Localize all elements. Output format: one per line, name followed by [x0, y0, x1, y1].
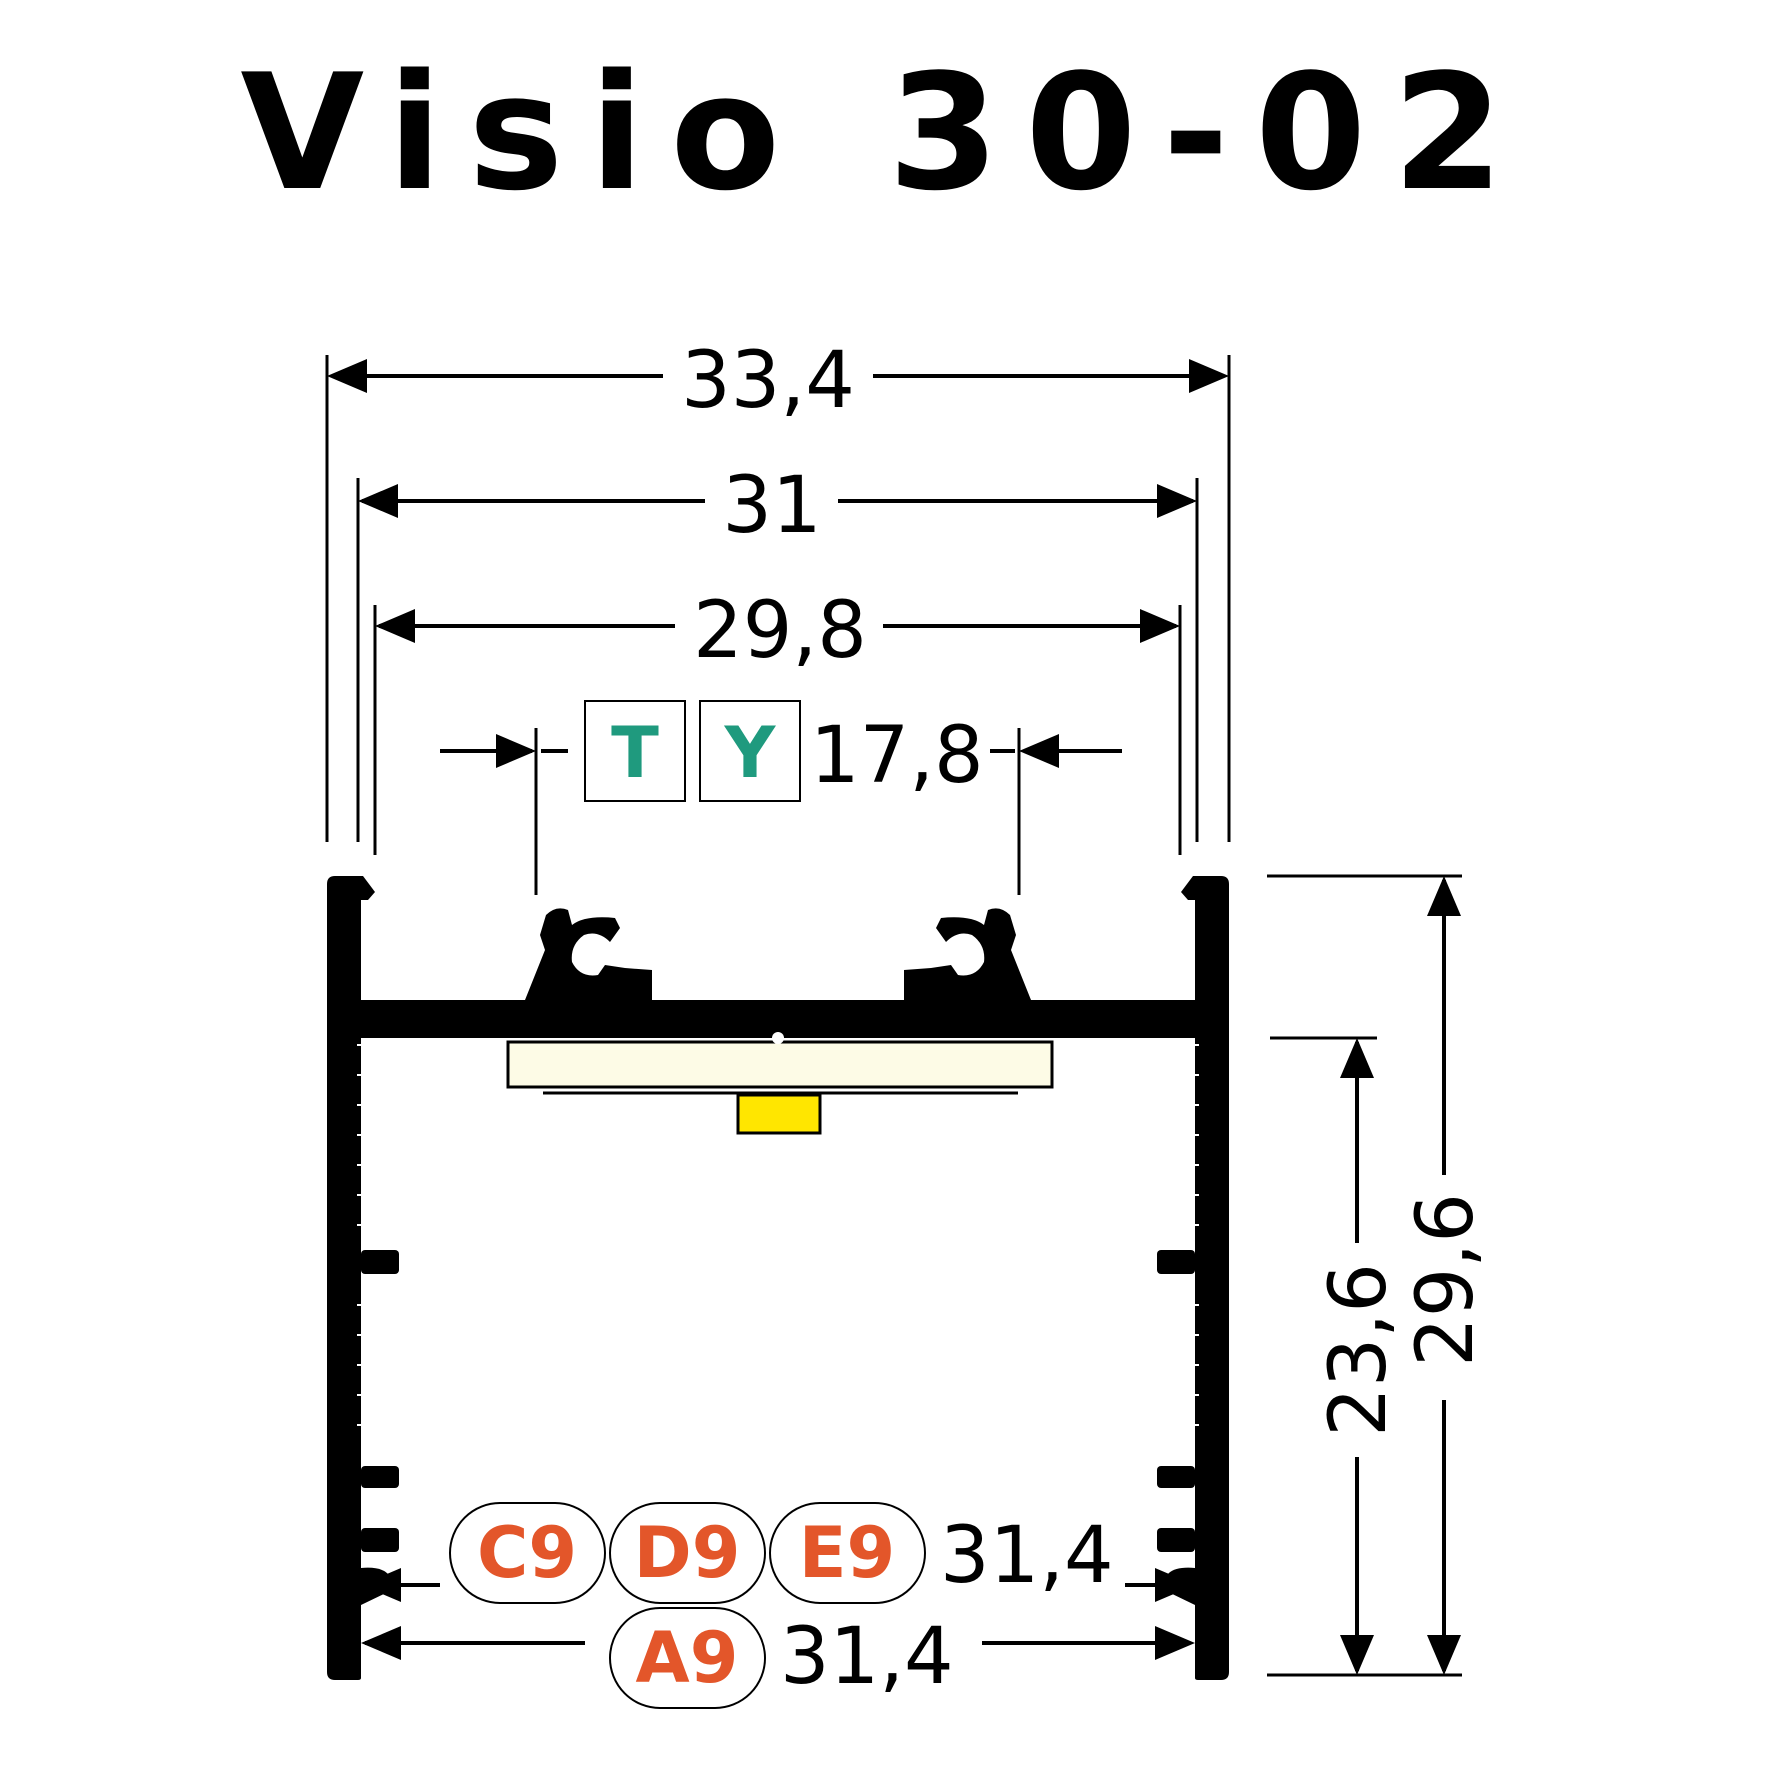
dimension-bottom-width-2: A9 31,4: [361, 1607, 1195, 1709]
code-c9: C9: [477, 1512, 577, 1594]
product-title: Visio 30-02: [240, 39, 1529, 226]
bottom-width-1-label: 31,4: [940, 1511, 1114, 1601]
dimension-width-31: 31: [358, 461, 1197, 551]
led-strip: [506, 1032, 1054, 1135]
total-height-label: 29,6: [1401, 1193, 1491, 1367]
code-e9: E9: [799, 1512, 896, 1594]
width-31-label: 31: [722, 461, 821, 551]
code-pill-d9: [609, 1502, 766, 1604]
aluminium-profile: [327, 876, 1229, 1680]
code-box-t: [584, 700, 686, 802]
bottom-width-2-label: 31,4: [780, 1612, 954, 1702]
inner-height-label: 23,6: [1314, 1263, 1404, 1437]
dimension-total-height: 29,6: [1401, 876, 1491, 1675]
outer-width-label: 33,4: [681, 336, 855, 426]
code-pill-a9: [609, 1607, 766, 1709]
inner-width-label: 29,8: [693, 586, 867, 676]
code-d9: D9: [634, 1512, 741, 1594]
led-diffuser-strip: [506, 1040, 1054, 1089]
code-box-y: [699, 700, 801, 802]
code-a9: A9: [636, 1617, 739, 1699]
code-pill-c9: [449, 1502, 606, 1604]
dimension-clip-width: T Y 17,8: [440, 700, 1122, 802]
code-y: Y: [724, 712, 777, 794]
dimension-inner-width: 29,8: [375, 586, 1180, 676]
wall-serration: [357, 1044, 1199, 1426]
clip-width-label: 17,8: [810, 711, 984, 801]
dimension-inner-height: 23,6: [1314, 1038, 1404, 1675]
dimension-bottom-width-1: C9 D9 E9 31,4: [361, 1502, 1195, 1604]
code-t: T: [611, 712, 659, 794]
extension-lines: [325, 355, 1462, 1677]
dimension-outer-width: 33,4: [327, 336, 1229, 426]
led-chip: [736, 1093, 822, 1135]
code-pill-e9: [769, 1502, 926, 1604]
